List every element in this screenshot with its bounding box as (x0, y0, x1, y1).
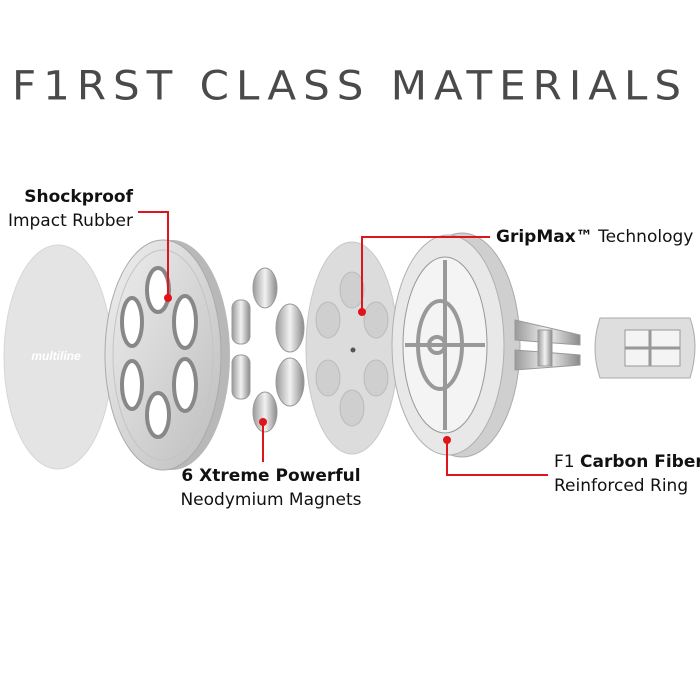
gripmax-disc (305, 241, 399, 455)
callout-ring-text: Reinforced Ring (554, 476, 689, 496)
metal-plate: multiline (3, 244, 113, 470)
callout-rubber-text: Impact Rubber (7, 211, 133, 231)
magnets (231, 267, 305, 433)
callout-gripmax-text: Technology (598, 227, 694, 247)
rubber-disc (104, 239, 230, 471)
clip-body (594, 317, 696, 379)
page-title: F1RST CLASS MATERIALS (11, 62, 689, 109)
carbon-fiber-ring (391, 232, 521, 458)
callout-ring-prefix: F1 (554, 452, 575, 472)
multiline-logo: multiline (31, 349, 81, 363)
callout-gripmax: GripMax™ Technology (496, 225, 693, 249)
callout-lines (138, 211, 548, 476)
callout-rubber-title: Shockproof (24, 187, 133, 207)
callout-dots (164, 294, 451, 444)
callout-magnets-title: 6 Xtreme Powerful (181, 466, 361, 486)
callout-rubber: Shockproof Impact Rubber (5, 185, 133, 233)
callout-magnets: 6 Xtreme Powerful Neodymium Magnets (171, 464, 371, 512)
callout-magnets-text: Neodymium Magnets (180, 490, 362, 510)
callout-gripmax-title: GripMax™ (496, 227, 593, 247)
callout-ring: F1 Carbon Fiber Reinforced Ring (554, 450, 700, 498)
callout-ring-title: Carbon Fiber (580, 452, 700, 472)
vent-clip (514, 319, 581, 371)
